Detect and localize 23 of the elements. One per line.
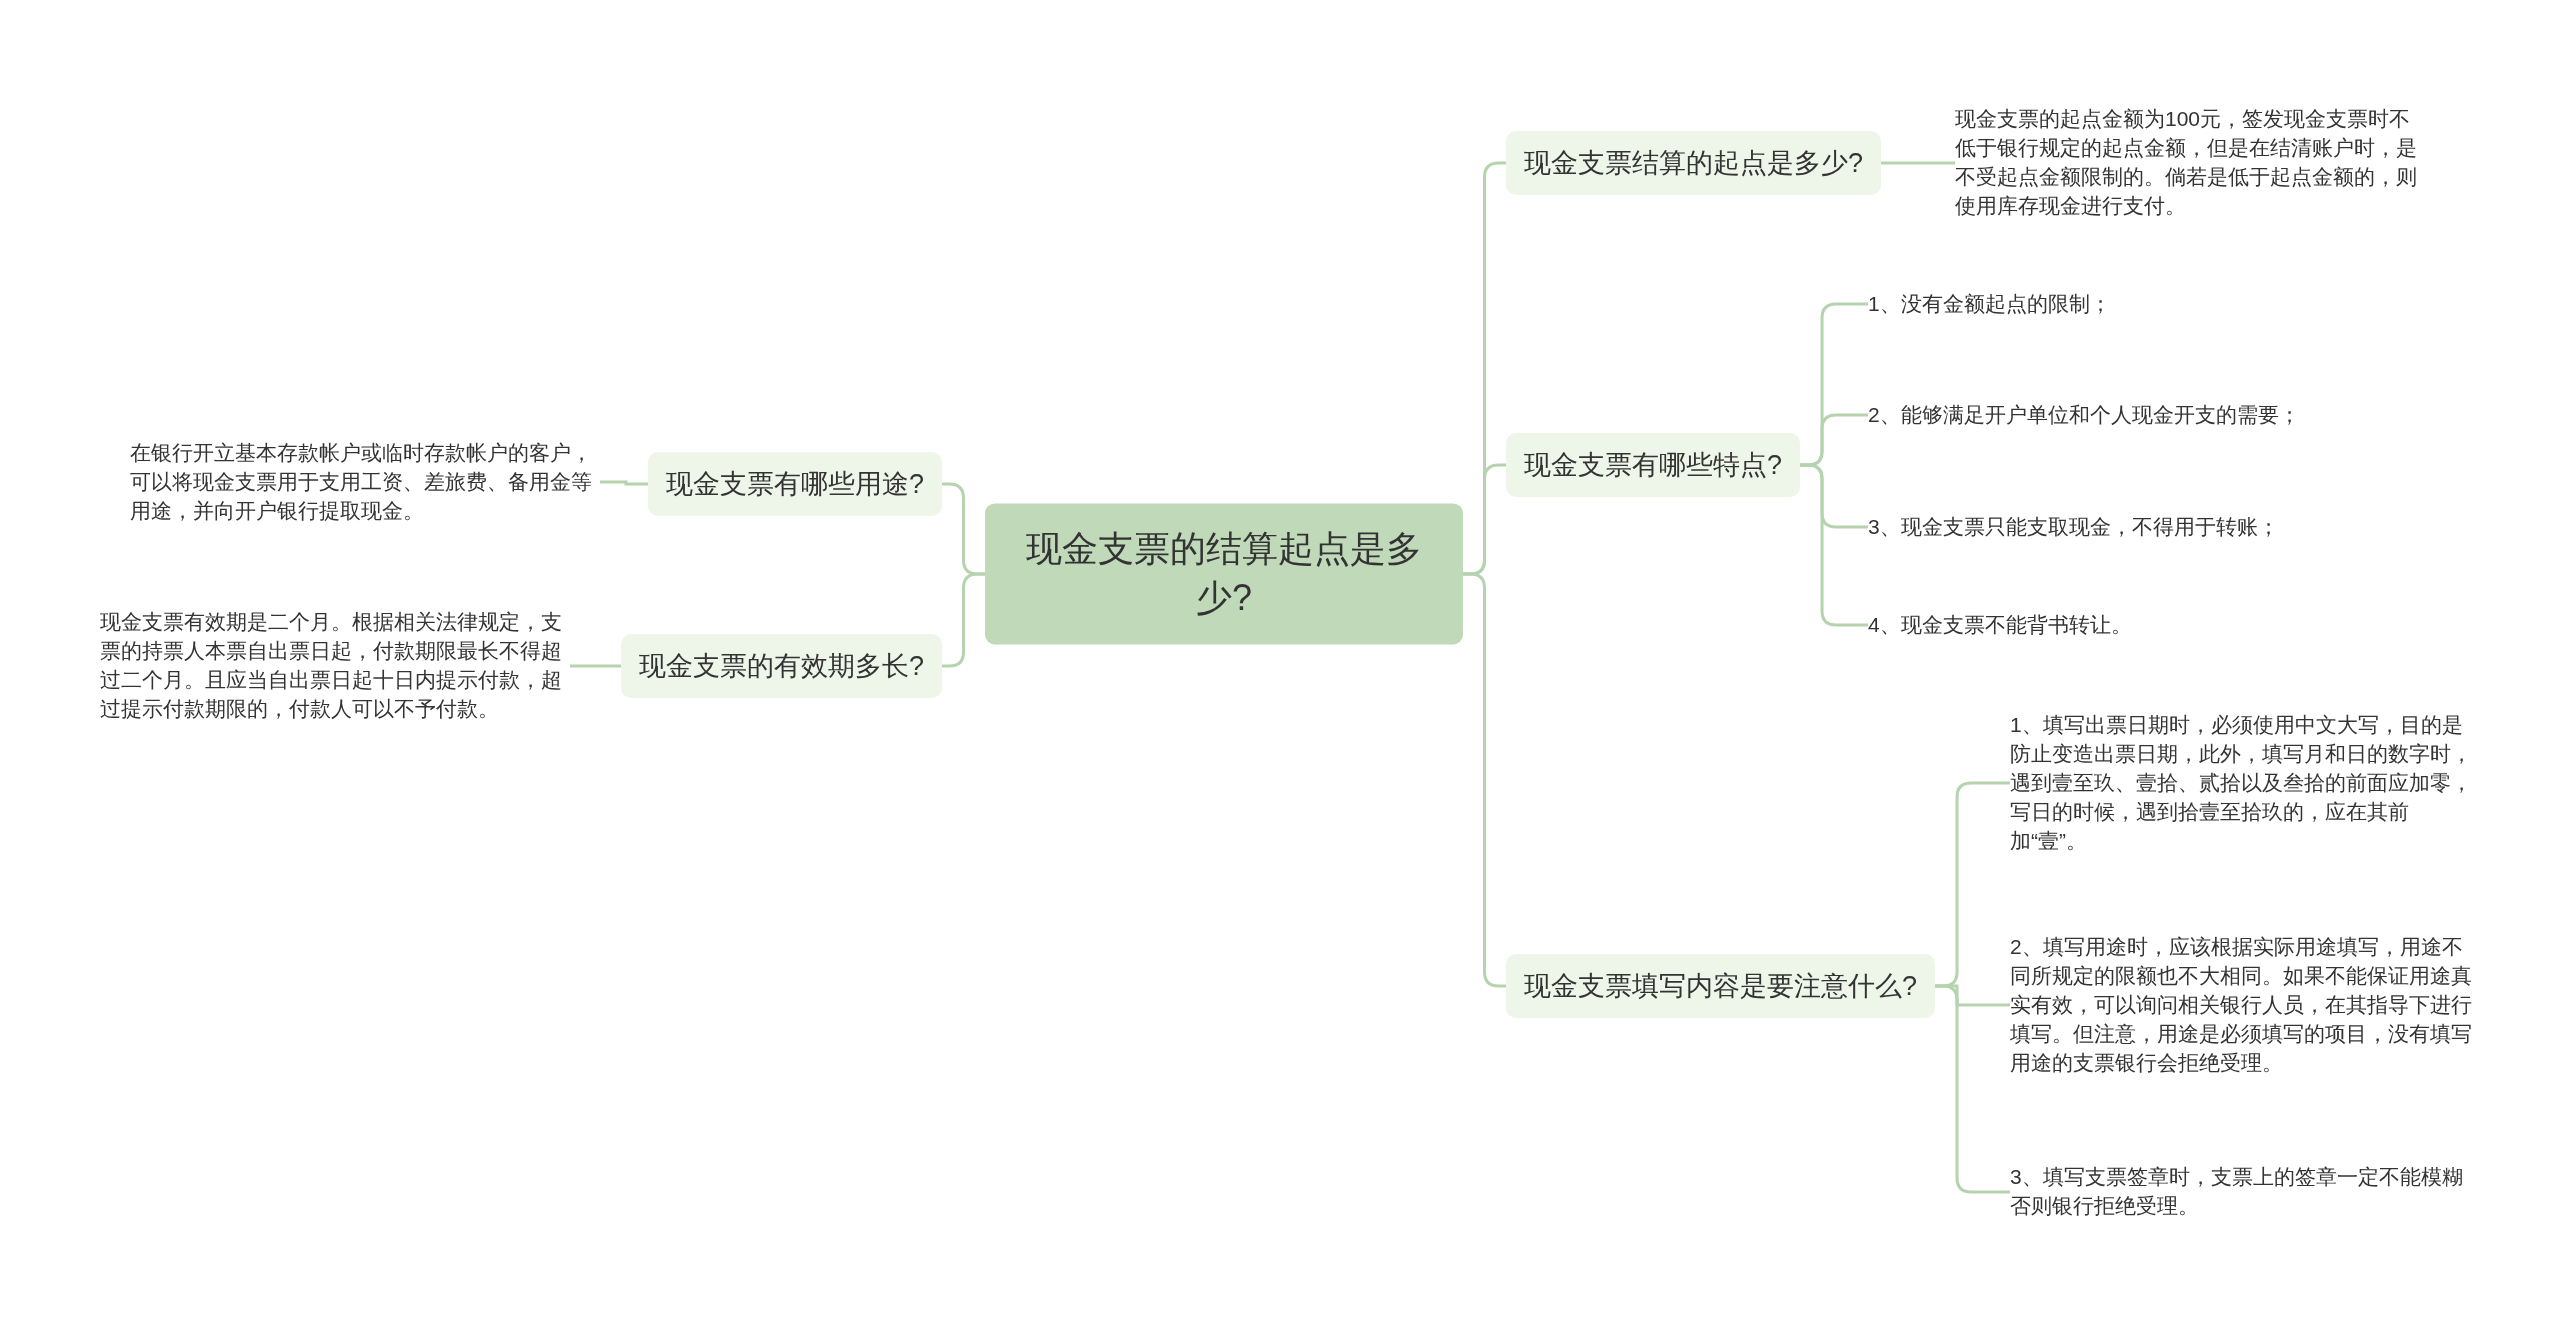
connector-line (1463, 572, 1506, 988)
topic-box: 现金支票的有效期多长? (620, 634, 942, 698)
topic-box: 现金支票有哪些用途? (647, 452, 942, 516)
note-text: 1、填写出票日期时，必须使用中文大写，目的是防止变造出票日期，此外，填写月和日的数字时，遇到壹至玖、壹拾、贰拾以及叁拾的前面应加零，写日的时候，遇到拾壹至拾玖的，应在其前加“壹”。 (2010, 708, 2480, 858)
note-text: 4、现金支票不能背书转让。 (1868, 608, 2348, 642)
connector-line (1800, 463, 1868, 627)
connector-line (600, 480, 648, 486)
topic-box: 现金支票填写内容是要注意什么? (1506, 954, 1936, 1018)
topic-box: 现金支票结算的起点是多少? (1506, 131, 1882, 195)
note-text: 2、填写用途时，应该根据实际用途填写，用途不同所规定的限额也不大相同。如果不能保证用途真实有效，可以询问相关银行人员，在其指导下进行填写。但注意，用途是必须填写的项目，没有填写用途的支票银行会拒绝受理。 (2010, 930, 2480, 1080)
note-text: 3、填写支票签章时，支票上的签章一定不能模糊否则银行拒绝受理。 (2010, 1161, 2480, 1223)
note-text: 在银行开立基本存款帐户或临时存款帐户的客户，可以将现金支票用于支用工资、差旅费、备用金等用途，并向开户银行提取现金。 (130, 436, 600, 528)
connector-line (570, 664, 621, 668)
connector-line (942, 572, 985, 668)
note-text: 1、没有金额起点的限制； (1868, 287, 2348, 321)
topic-box: 现金支票有哪些特点? (1506, 433, 1801, 497)
note-text: 2、能够满足开户单位和个人现金开支的需要； (1868, 398, 2348, 432)
central-topic-box: 现金支票的结算起点是多少? (985, 503, 1463, 645)
connector-line (1935, 984, 2010, 1194)
note-text: 现金支票的起点金额为100元，签发现金支票时不低于银行规定的起点金额，但是在结清账户时，是不受起点金额限制的。倘若是低于起点金额的，则使用库存现金进行支付。 (1955, 103, 2425, 223)
note-text: 现金支票有效期是二个月。根据相关法律规定，支票的持票人本票自出票日起，付款期限最长不得超过二个月。且应当自出票日起十日内提示付款，超过提示付款期限的，付款人可以不予付款。 (100, 606, 570, 726)
connector-line (1881, 161, 1955, 165)
note-text: 3、现金支票只能支取现金，不得用于转账； (1868, 510, 2348, 544)
